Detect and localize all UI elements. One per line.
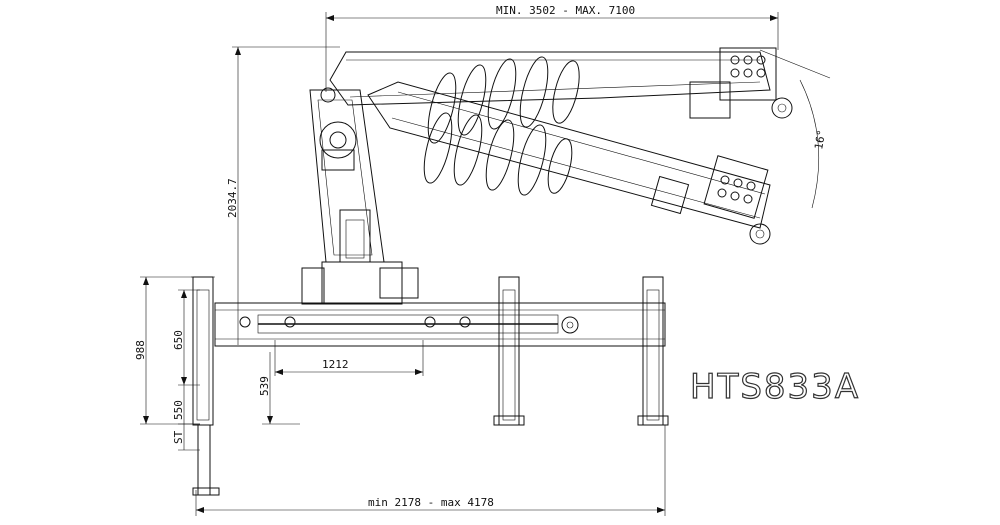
crane-column <box>301 87 419 305</box>
model-label: HTS833A <box>690 367 860 407</box>
hydraulic-fitting-icon <box>561 316 579 334</box>
left-outrigger-leg <box>191 276 220 496</box>
leg-lower-label: 550 <box>172 400 185 420</box>
boom-angle-dimension: 16° <box>759 49 831 209</box>
leg-dimensions: 650 550 ST <box>172 289 200 451</box>
column-height-dimension: 2034.7 <box>226 46 340 345</box>
right-outrigger-leg <box>637 276 669 426</box>
stroke-label: ST <box>172 430 185 444</box>
outrigger-offset-dimension: 1212 <box>274 340 424 376</box>
base-height-dimension: 539 <box>258 352 300 425</box>
upper-boom <box>329 47 793 119</box>
column-height-label: 2034.7 <box>226 178 239 218</box>
leg-span-label: min 2178 - max 4178 <box>368 496 494 509</box>
hose-coils <box>423 56 580 196</box>
overall-height-dimension: 988 <box>134 276 200 425</box>
boom-reach-label: MIN. 3502 - MAX. 7100 <box>496 4 635 17</box>
boom-angle-label: 16° <box>812 129 828 151</box>
lower-boom-tip-icon <box>749 223 771 245</box>
leg-upper-label: 650 <box>172 330 185 350</box>
leg-span-dimension: min 2178 - max 4178 <box>195 425 666 516</box>
lower-boom <box>367 81 771 245</box>
overall-height-label: 988 <box>134 340 147 360</box>
boom-tip-hook-icon <box>771 97 793 119</box>
base-frame <box>214 302 666 347</box>
middle-outrigger-leg <box>493 276 525 426</box>
base-height-label: 539 <box>258 376 271 396</box>
outrigger-offset-label: 1212 <box>322 358 349 371</box>
column-pivot-icon <box>319 121 357 159</box>
boom-reach-dimension: MIN. 3502 - MAX. 7100 <box>325 4 779 92</box>
